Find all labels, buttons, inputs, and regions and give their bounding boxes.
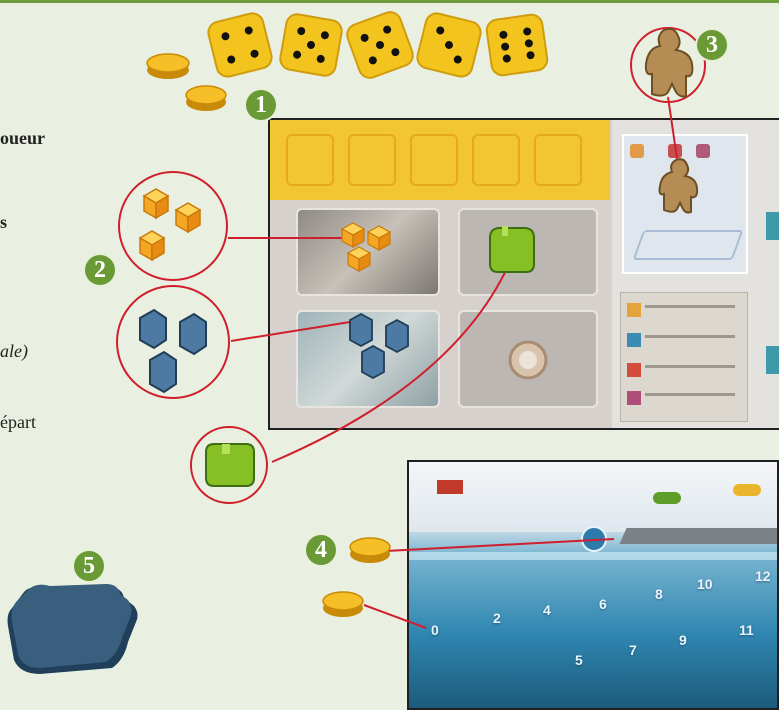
die-icon xyxy=(207,12,273,78)
orange-cube-icon xyxy=(174,202,202,234)
gold-coin-icon xyxy=(146,53,190,79)
legend-pink-icon xyxy=(627,391,641,405)
sun-marker-icon xyxy=(581,526,607,552)
track-number: 11 xyxy=(739,622,754,638)
rules-text-column: oueur s ale) épart xyxy=(0,0,110,710)
track-number: 2 xyxy=(493,610,501,626)
yellow-marker xyxy=(733,484,761,496)
step-badge-4: 4 xyxy=(306,535,336,565)
legend-blue-icon xyxy=(627,333,641,347)
rules-text-line-4: épart xyxy=(0,412,36,432)
die-icon xyxy=(346,11,414,79)
snow-area xyxy=(409,462,777,532)
side-tile xyxy=(766,212,779,240)
top-rule xyxy=(0,0,779,3)
step-badge-3: 3 xyxy=(697,30,727,60)
crest-icon xyxy=(508,340,548,380)
track-number: 7 xyxy=(629,642,637,658)
dice-slot xyxy=(534,134,582,186)
track-number: 9 xyxy=(679,632,687,648)
rules-text-line-2: s xyxy=(0,212,8,232)
ice-bridge xyxy=(619,528,777,544)
legend-orange-icon xyxy=(627,303,641,317)
legend-text-line xyxy=(645,335,735,338)
ice-edge xyxy=(409,552,777,560)
meeple-callout xyxy=(630,27,706,103)
blue-tokens-callout xyxy=(116,285,230,399)
track-number: 4 xyxy=(543,602,551,618)
green-token-callout xyxy=(190,426,268,504)
meeple-icon xyxy=(644,27,694,98)
die-icon xyxy=(416,12,482,78)
sled-illustration xyxy=(632,230,744,260)
storage-zone-orange xyxy=(296,208,440,296)
expedition-card xyxy=(622,134,748,274)
step-badge-1: 1 xyxy=(246,90,276,120)
track-number: 6 xyxy=(599,596,607,612)
orange-cube-icon xyxy=(142,188,170,220)
blue-hex-token-icon xyxy=(139,308,207,394)
gold-coin-icon xyxy=(322,591,364,617)
track-number: 10 xyxy=(697,576,713,592)
score-track: 0 2 4 6 8 10 12 5 7 9 11 xyxy=(407,460,779,710)
action-legend xyxy=(620,292,748,422)
die-icon xyxy=(279,13,343,77)
dice-slot-strip xyxy=(270,120,610,200)
legend-text-line xyxy=(645,393,735,396)
step-badge-2: 2 xyxy=(85,255,115,285)
track-number: 8 xyxy=(655,586,663,602)
rules-text-line-3: ale) xyxy=(0,341,28,361)
die-icon xyxy=(485,13,549,77)
gold-coin-icon xyxy=(185,85,227,111)
track-number: 0 xyxy=(431,622,439,638)
card-symbol-icon xyxy=(696,144,710,158)
track-number: 5 xyxy=(575,652,583,668)
dice-slot xyxy=(472,134,520,186)
legend-red-icon xyxy=(627,363,641,377)
storage-zone-green xyxy=(458,208,598,296)
green-token-icon xyxy=(205,443,255,487)
card-symbol-icon xyxy=(630,144,644,158)
rules-text-line-1: oueur xyxy=(0,128,45,148)
red-structure xyxy=(437,480,463,494)
side-tile xyxy=(766,346,779,374)
orange-cubes-callout xyxy=(118,171,228,281)
gold-coin-icon xyxy=(349,537,391,563)
track-number: 12 xyxy=(755,568,771,584)
orange-cube-icon xyxy=(138,230,166,262)
storage-zone-blue xyxy=(296,310,440,408)
green-marker xyxy=(653,492,681,504)
dice-slot xyxy=(286,134,334,186)
dice-slot xyxy=(348,134,396,186)
card-symbol-icon xyxy=(668,144,682,158)
step-badge-5: 5 xyxy=(74,551,104,581)
player-board xyxy=(268,118,779,430)
dice-slot xyxy=(410,134,458,186)
legend-text-line xyxy=(645,305,735,308)
storage-zone-empty xyxy=(458,310,598,408)
legend-text-line xyxy=(645,365,735,368)
